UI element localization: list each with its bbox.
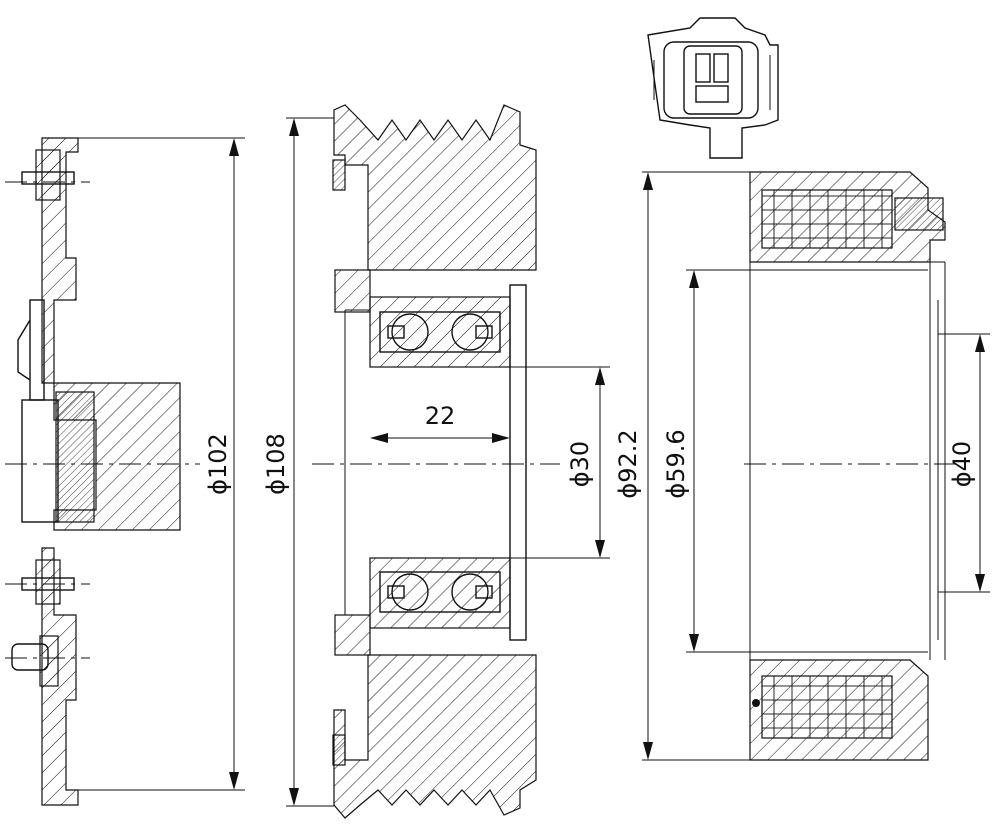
dimension-d108: ϕ108 <box>262 118 299 806</box>
connector-view <box>647 17 779 159</box>
dimension-d59-6: ϕ59.6 <box>662 270 699 652</box>
dimension-d92-2: ϕ92.2 <box>614 172 653 760</box>
dimension-label-d102: ϕ102 <box>204 433 232 495</box>
dimension-label-d30: ϕ30 <box>566 441 594 487</box>
dimension-label-d108: ϕ108 <box>262 433 290 495</box>
dimension-d102: ϕ102 <box>204 138 239 790</box>
dimension-d30: ϕ30 <box>566 367 605 558</box>
coil-view <box>642 171 990 761</box>
dimension-22: 22 <box>370 402 510 443</box>
dimension-label-d92-2: ϕ92.2 <box>614 429 642 498</box>
dimension-label-d40: ϕ40 <box>948 441 976 487</box>
clutch-hub-view <box>5 137 245 806</box>
dimension-d40: ϕ40 <box>948 334 985 592</box>
dimension-label-d59-6: ϕ59.6 <box>662 429 690 498</box>
pulley-view <box>286 104 610 819</box>
dimension-label-22: 22 <box>425 402 456 430</box>
